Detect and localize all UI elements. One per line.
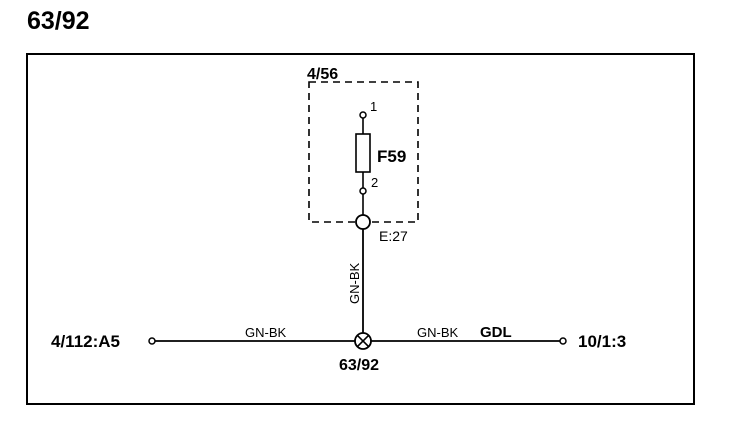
right-terminal-pin [559, 337, 567, 345]
ground-connector-label: E:27 [379, 228, 408, 244]
right-wire-color: GN-BK [417, 325, 459, 340]
page-title: 63/92 [27, 7, 90, 35]
right-terminal-label: 10/1:3 [578, 332, 626, 351]
fuse-symbol [355, 133, 371, 173]
fuse-label: F59 [377, 147, 406, 166]
component-box-label: 4/56 [307, 66, 338, 83]
splice-icon [354, 332, 372, 350]
left-terminal-pin [148, 337, 156, 345]
splice-label: 63/92 [339, 357, 379, 374]
fuse-pin-2-label: 2 [371, 175, 378, 190]
diagram-frame [26, 53, 695, 405]
fuse-pin-2 [359, 187, 367, 195]
fuse-pin-1 [359, 111, 367, 119]
vertical-wire-color: GN-BK [347, 263, 362, 305]
ground-connector [355, 214, 371, 230]
right-wire-signal: GDL [480, 324, 512, 341]
fuse-pin-1-label: 1 [370, 99, 377, 114]
left-terminal-label: 4/112:A5 [51, 332, 120, 351]
left-wire-color: GN-BK [245, 325, 287, 340]
